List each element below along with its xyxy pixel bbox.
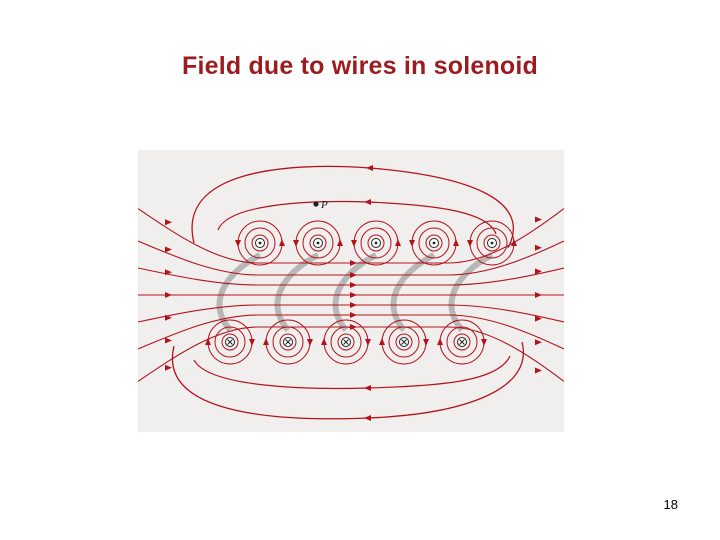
field-arrow (395, 239, 401, 246)
field-arrow (350, 292, 357, 298)
field-arrow (350, 282, 357, 288)
current-in-symbol (285, 339, 291, 345)
top-wire-field-ring (309, 234, 327, 252)
top-wire-field-ring (425, 234, 443, 252)
field-arrow (364, 199, 371, 205)
bottom-wire-field-ring (388, 326, 420, 358)
field-arrow (350, 272, 357, 278)
field-arrow (535, 216, 542, 223)
top-wire-field-ring (244, 227, 276, 259)
field-arrow (165, 219, 172, 226)
current-out-symbol (374, 241, 378, 245)
field-arrow (165, 337, 172, 344)
current-out-symbol (490, 241, 494, 245)
field-arrow (453, 239, 459, 246)
field-lines-figure: P (138, 150, 564, 432)
top-wire-field-ring (360, 227, 392, 259)
field-arrow (351, 240, 357, 247)
field-arrow (481, 339, 487, 346)
top-wire-field-ring (483, 234, 501, 252)
field-arrow (293, 240, 299, 247)
bottom-wire-field-ring (272, 326, 304, 358)
top-wire-field-ring (476, 227, 508, 259)
interior-field-line (138, 304, 564, 323)
field-arrow (365, 339, 371, 346)
field-arrow (535, 244, 542, 251)
bottom-wire-field-ring (453, 333, 471, 351)
field-arrow (350, 302, 357, 308)
field-arrow (535, 292, 542, 298)
bottom-wire-field-ring (337, 333, 355, 351)
bottom-wire-field-ring (395, 333, 413, 351)
point-p-label: P (320, 199, 328, 211)
current-out-symbol (432, 241, 436, 245)
field-arrow (165, 314, 172, 321)
field-arrow (535, 339, 542, 346)
solenoid-field-diagram: P (138, 150, 564, 432)
field-arrow (535, 268, 542, 275)
field-arrow (321, 338, 327, 345)
field-arrow (205, 338, 211, 345)
field-arrow (165, 246, 172, 253)
interior-field-line (138, 267, 564, 286)
current-in-symbol (227, 339, 233, 345)
field-arrow (165, 269, 172, 276)
top-wire-field-ring (302, 227, 334, 259)
field-arrow (249, 339, 255, 346)
current-in-symbol (459, 339, 465, 345)
field-arrow (437, 338, 443, 345)
field-arrow (235, 240, 241, 247)
field-arrow (350, 260, 357, 266)
top-wire-field-ring (251, 234, 269, 252)
field-arrow (279, 239, 285, 246)
current-in-symbol (401, 339, 407, 345)
field-arrow (467, 240, 473, 247)
field-arrow (366, 165, 373, 171)
top-wire-field-ring (418, 227, 450, 259)
point-p-marker (313, 201, 319, 207)
slide-title: Field due to wires in solenoid (181, 52, 539, 80)
field-arrow (535, 367, 542, 374)
field-arrow (379, 338, 385, 345)
field-arrow (409, 240, 415, 247)
field-arrow (165, 292, 172, 298)
field-arrow (511, 239, 517, 246)
current-out-symbol (258, 241, 262, 245)
current-out-symbol (316, 241, 320, 245)
figure-background (138, 150, 564, 432)
bottom-wire-field-ring (279, 333, 297, 351)
field-arrow (423, 339, 429, 346)
bottom-wire-field-ring (214, 326, 246, 358)
field-arrow (364, 385, 371, 391)
field-arrow (364, 415, 371, 421)
top-wire-field-ring (367, 234, 385, 252)
field-arrow (337, 239, 343, 246)
current-in-symbol (343, 339, 349, 345)
bottom-wire-field-ring (330, 326, 362, 358)
field-arrow (263, 338, 269, 345)
field-arrow (165, 364, 172, 371)
field-arrow (350, 312, 357, 318)
bottom-wire-field-ring (446, 326, 478, 358)
field-arrow (535, 315, 542, 322)
field-arrow (307, 339, 313, 346)
bottom-wire-field-ring (221, 333, 239, 351)
page-number: 18 (663, 497, 678, 512)
